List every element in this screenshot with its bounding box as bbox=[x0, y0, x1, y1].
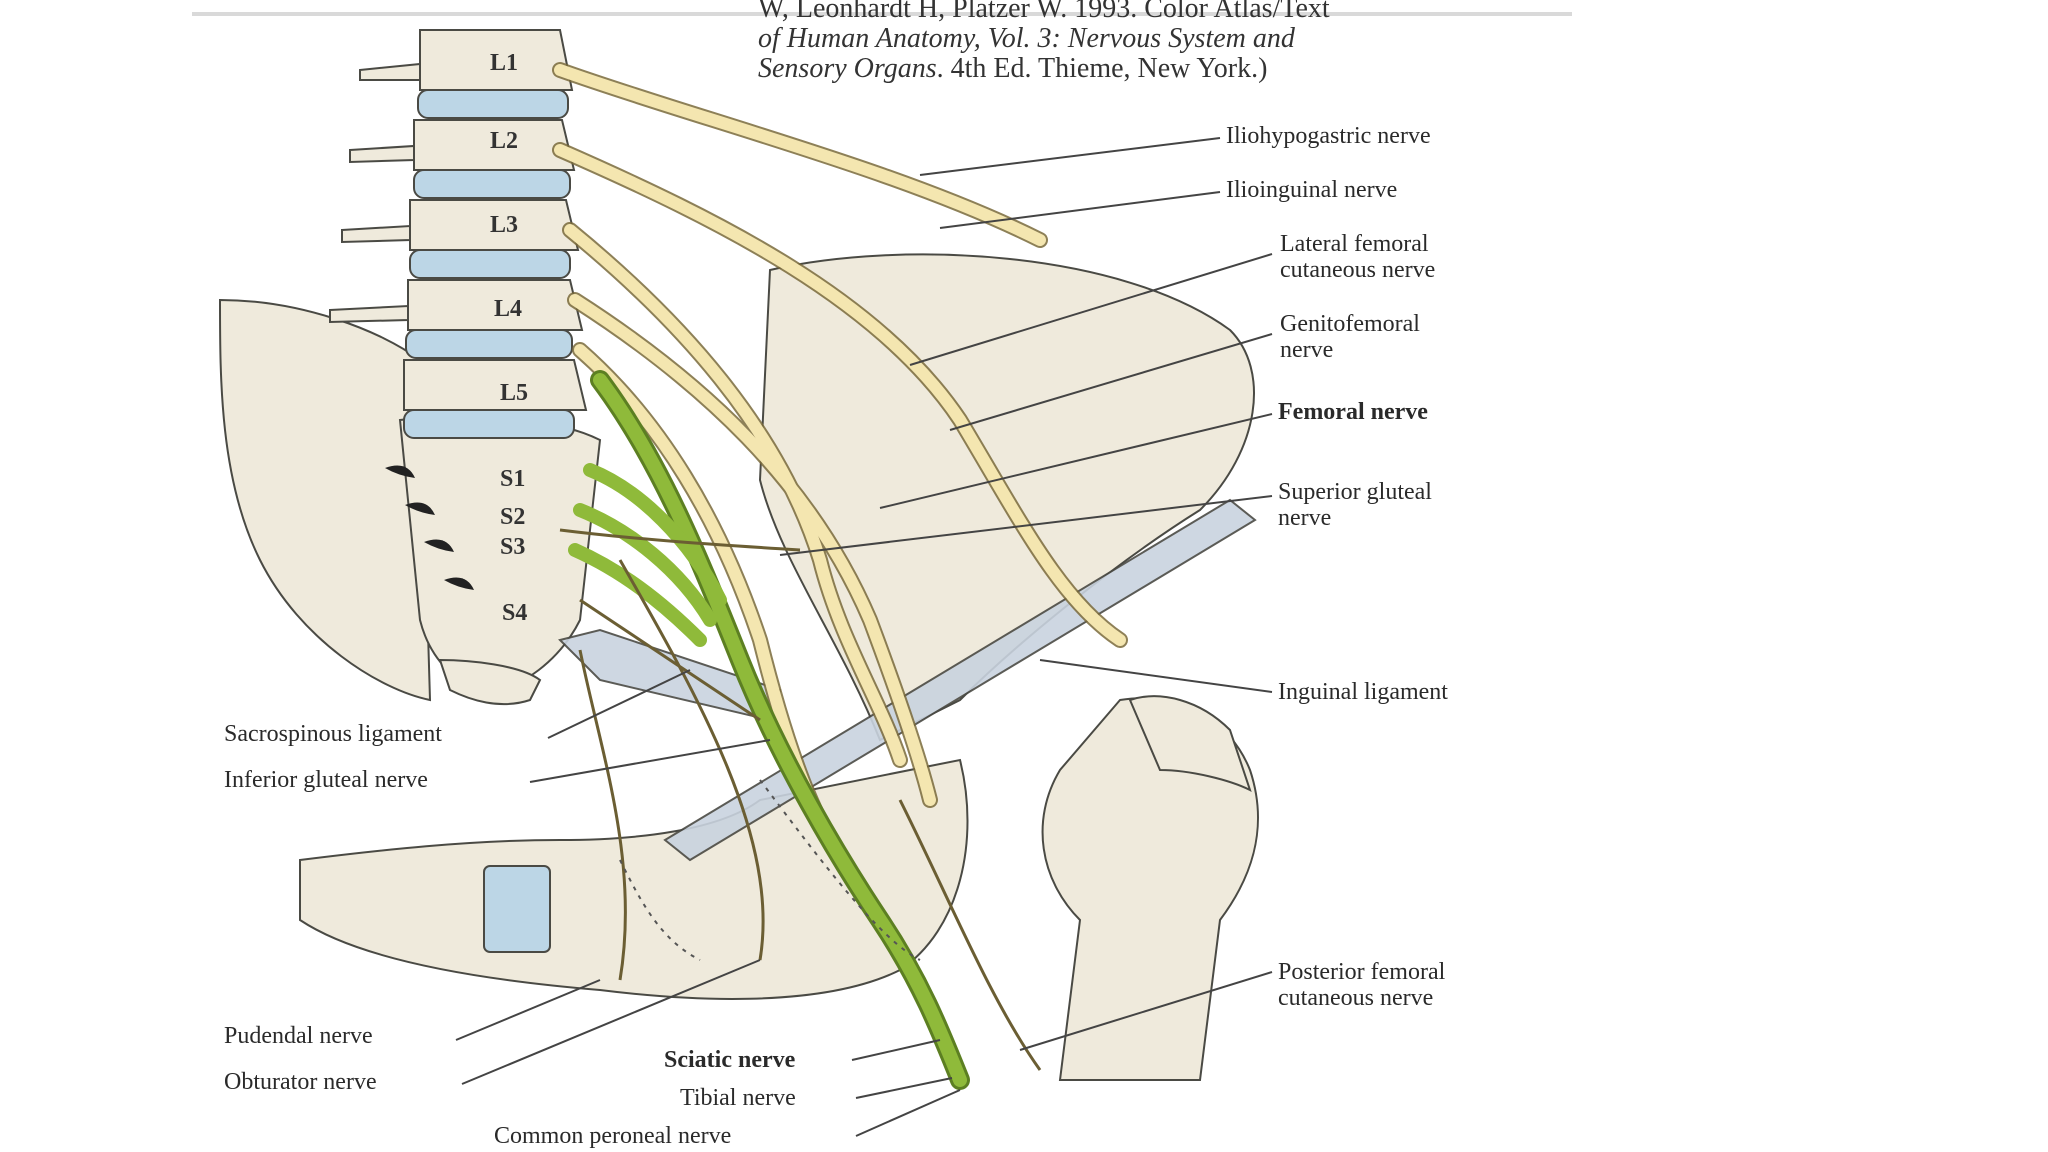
vertebra-label-l2: L2 bbox=[490, 128, 519, 154]
transverse-process bbox=[329, 304, 409, 324]
transverse-process bbox=[359, 62, 421, 81]
sacral-root-s1 bbox=[583, 463, 727, 607]
dotted-contour bbox=[759, 779, 921, 961]
disc-l5-s1 bbox=[403, 409, 575, 439]
sciatic-nerve bbox=[593, 373, 967, 1087]
disc-l4-l5 bbox=[405, 329, 573, 359]
vertebra-l5 bbox=[403, 359, 588, 411]
sacral-foramen bbox=[424, 539, 454, 552]
iliohypogastric-nerve bbox=[554, 64, 1046, 246]
vertebra-label-s4: S4 bbox=[502, 600, 528, 626]
label-pudendal-nerve: Pudendal nerve bbox=[224, 1023, 373, 1049]
left-pelvis-bone bbox=[218, 298, 432, 702]
ilioinguinal-nerve bbox=[554, 144, 1126, 646]
leader-inguinal bbox=[1039, 659, 1273, 693]
lateral-femoral-cutaneous-nerve bbox=[564, 224, 906, 766]
pudendal-nerve bbox=[578, 649, 627, 981]
coccyx-bone bbox=[438, 658, 542, 706]
label-lateral-femoral-1: Lateral femoral bbox=[1280, 231, 1429, 257]
leader-posterior-femoral bbox=[1019, 971, 1273, 1051]
superior-gluteal-nerve bbox=[559, 528, 801, 552]
vertebra-label-s3: S3 bbox=[500, 534, 526, 560]
citation-line-2: of Human Anatomy, Vol. 3: Nervous System… bbox=[758, 23, 1295, 54]
label-lateral-femoral-2: cutaneous nerve bbox=[1280, 257, 1436, 283]
top-divider bbox=[192, 12, 1572, 16]
leader-sacrospinous bbox=[547, 669, 691, 739]
inferior-gluteal-nerve bbox=[579, 598, 761, 722]
transverse-process bbox=[341, 224, 411, 244]
pubic-symphysis bbox=[483, 865, 551, 953]
label-sacrospinous-ligament: Sacrospinous ligament bbox=[224, 721, 442, 747]
sacral-foramen bbox=[385, 465, 415, 478]
leader-lateral-femoral bbox=[909, 253, 1273, 366]
vertebra-label-l1: L1 bbox=[490, 50, 519, 76]
label-ilioinguinal-nerve: Ilioinguinal nerve bbox=[1226, 177, 1398, 203]
inguinal-ligament bbox=[663, 498, 1257, 862]
vertebra-label-l4: L4 bbox=[494, 296, 523, 322]
leader-sciatic bbox=[851, 1039, 941, 1061]
vertebra-label-l5: L5 bbox=[500, 380, 529, 406]
label-genitofemoral-2: nerve bbox=[1280, 337, 1334, 363]
label-posterior-femoral-1: Posterior femoral bbox=[1278, 959, 1446, 985]
leader-inferior-gluteal bbox=[529, 739, 771, 783]
femoral-nerve bbox=[569, 294, 936, 806]
disc-l3-l4 bbox=[409, 249, 571, 279]
pubis-bone bbox=[299, 758, 969, 1000]
sacral-foramen bbox=[444, 577, 474, 590]
leader-ilioinguinal bbox=[939, 191, 1221, 229]
leader-iliohypogastric bbox=[919, 137, 1221, 176]
label-iliohypogastric-nerve: Iliohypogastric nerve bbox=[1226, 123, 1431, 149]
leader-obturator bbox=[461, 959, 761, 1085]
sacral-root-s3 bbox=[568, 543, 707, 647]
posterior-femoral-cutaneous-nerve bbox=[898, 799, 1042, 1071]
leader-peroneal bbox=[855, 1089, 961, 1137]
label-inguinal-ligament: Inguinal ligament bbox=[1278, 679, 1448, 705]
label-common-peroneal-nerve: Common peroneal nerve bbox=[494, 1123, 732, 1149]
label-tibial-nerve: Tibial nerve bbox=[680, 1085, 796, 1111]
vertebra-label-s2: S2 bbox=[500, 504, 526, 530]
leader-genitofemoral bbox=[949, 333, 1273, 431]
leader-superior-gluteal bbox=[779, 495, 1273, 556]
citation-line-1: W, Leonhardt H, Platzer W. 1993. Color A… bbox=[758, 0, 1330, 24]
leader-femoral bbox=[879, 413, 1273, 509]
label-sciatic-nerve: Sciatic nerve bbox=[664, 1047, 796, 1073]
obturator-nerve bbox=[618, 559, 765, 961]
leader-tibial bbox=[855, 1077, 953, 1099]
label-superior-gluteal-1: Superior gluteal bbox=[1278, 479, 1432, 505]
transverse-process bbox=[349, 144, 415, 164]
citation-text: W, Leonhardt H, Platzer W. 1993. Color A… bbox=[758, 0, 1330, 84]
vertebra-label-l3: L3 bbox=[490, 212, 519, 238]
citation-line-3: Sensory Organs. 4th Ed. Thieme, New York… bbox=[758, 53, 1268, 84]
label-genitofemoral-1: Genitofemoral bbox=[1280, 311, 1420, 337]
trochanter-bone bbox=[1128, 695, 1252, 792]
leader-pudendal bbox=[455, 979, 601, 1041]
label-femoral-nerve: Femoral nerve bbox=[1278, 399, 1428, 425]
label-superior-gluteal-2: nerve bbox=[1278, 505, 1332, 531]
disc-l1-l2 bbox=[417, 89, 569, 119]
sacral-foramen bbox=[405, 502, 435, 515]
label-obturator-nerve: Obturator nerve bbox=[224, 1069, 377, 1095]
sacral-root-s2 bbox=[573, 503, 717, 627]
label-inferior-gluteal-nerve: Inferior gluteal nerve bbox=[224, 767, 428, 793]
label-posterior-femoral-2: cutaneous nerve bbox=[1278, 985, 1434, 1011]
disc-l2-l3 bbox=[413, 169, 571, 199]
vertebra-label-s1: S1 bbox=[500, 466, 526, 492]
